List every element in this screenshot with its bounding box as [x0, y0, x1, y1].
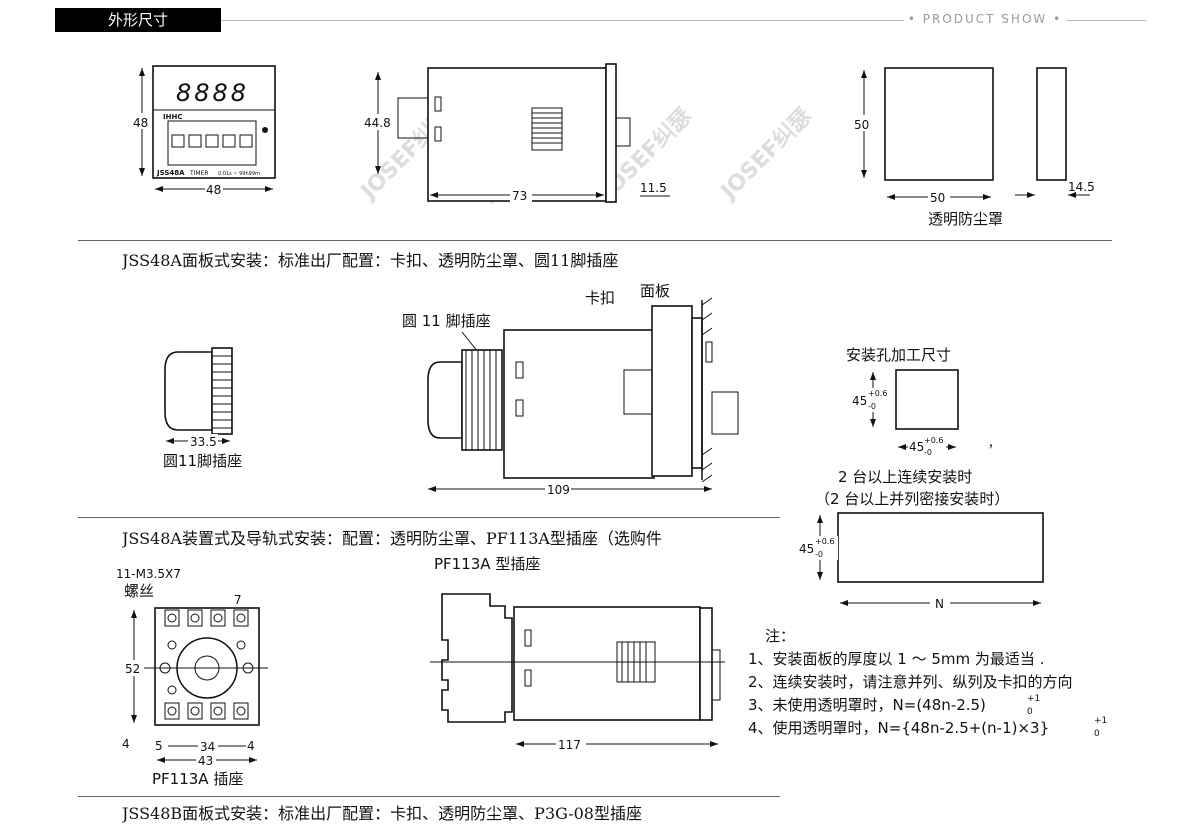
timer-front-view: 8888 IHHC JSS48A TIMER 0.01s ~ 99h99m 48…: [132, 65, 276, 197]
dim-cover-height: 50: [854, 118, 869, 132]
note-tolerance-plus: +1: [1094, 716, 1107, 726]
section-title: 外形尺寸: [55, 8, 221, 32]
multi-height: 45: [799, 542, 814, 556]
watermark: JOSEF纠瑟: [715, 104, 817, 206]
dust-cover-drawing: 50 50 14.5 透明防尘罩: [852, 67, 1095, 228]
note-tolerance-minus: 0: [1094, 729, 1100, 739]
dim-43: 43: [198, 754, 213, 768]
dim-height: 48: [133, 116, 148, 130]
comma: ，: [988, 436, 1000, 450]
dim-4-left: 4: [122, 737, 130, 751]
tolerance-minus: -0: [815, 550, 823, 559]
rail-assembly-drawing: PF113A 型插座 117: [430, 555, 725, 752]
socket-label: 圆11脚插座: [163, 452, 242, 470]
round-socket-callout: 圆 11 脚插座: [402, 312, 491, 330]
pf113a-label: PF113A 插座: [152, 770, 243, 788]
tolerance-plus: +0.6: [815, 537, 834, 546]
dim-assembly-length: 109: [547, 483, 570, 497]
tolerance-plus: +0.6: [924, 436, 943, 445]
panel-callout: 面板: [640, 282, 670, 300]
tolerance-minus: -0: [868, 402, 876, 411]
header-divider: [221, 20, 904, 21]
dim-socket-height: 52: [125, 662, 140, 676]
note-item: 2、连续安装时，请注意并列、纵列及卡扣的方向: [748, 673, 1073, 691]
range-label: 0.01s ~ 99h99m: [218, 171, 260, 177]
timer-side-view: 44.8 73 11.5: [362, 63, 670, 203]
multi-width-n: N: [935, 597, 944, 611]
clip-callout: 卡扣: [585, 289, 615, 307]
caption-device-mount: JSS48A装置式及导轨式安装：配置：透明防尘罩、PF113A型插座（选购件: [122, 529, 662, 548]
note-item: 1、安装面板的厚度以 1 ～ 5mm 为最适当 .: [748, 650, 1044, 668]
section-rule: [78, 796, 780, 797]
cutout-height: 45: [852, 394, 867, 408]
dim-cover-depth: 14.5: [1068, 180, 1095, 194]
note-tolerance-minus: 0: [1027, 707, 1033, 717]
product-show-tagline: • PRODUCT SHOW •: [907, 12, 1063, 26]
round-socket-drawing: 33.5 圆11脚插座: [163, 347, 242, 470]
cutout-width: 45: [909, 440, 924, 454]
note-item: 4、使用透明罩时，N={48n-2.5+(n-1)×3}: [748, 719, 1049, 737]
note-tolerance-plus: +1: [1027, 694, 1040, 704]
panel-assembly-drawing: 圆 11 脚插座 卡扣 面板 109: [402, 282, 739, 497]
dim-flange: 11.5: [640, 181, 667, 195]
model-label: JSS48A: [156, 169, 185, 177]
notes-title: 注：: [765, 627, 795, 645]
notes: 注： 1、安装面板的厚度以 1 ～ 5mm 为最适当 . 2、连续安装时，请注意…: [748, 627, 1107, 739]
screw-spec: 11-M3.5X7: [116, 567, 181, 581]
pf113a-socket-drawing: 11-M3.5X7 螺丝 52 7 4 5 34 4 43 PF113A 插座: [116, 567, 268, 788]
tagline-text: PRODUCT SHOW: [922, 12, 1048, 26]
dim-cover-width: 50: [930, 191, 945, 205]
brand-label: IHHC: [163, 113, 182, 121]
dim-pitch: 7: [234, 593, 242, 607]
dim-rail-length: 117: [558, 738, 581, 752]
section-rule: [78, 517, 780, 518]
dim-34: 34: [200, 740, 215, 754]
dim-5: 5: [155, 739, 163, 753]
cutout-title: 安装孔加工尺寸: [846, 346, 951, 364]
screw-label: 螺丝: [124, 582, 154, 600]
pf113a-callout: PF113A 型插座: [434, 555, 540, 573]
note-item: 3、未使用透明罩时，N=(48n-2.5): [748, 696, 986, 714]
caption-panel-mount: JSS48A面板式安装：标准出厂配置：卡扣、透明防尘罩、圆11脚插座: [122, 251, 619, 270]
cover-label: 透明防尘罩: [928, 210, 1003, 228]
dim-socket-width: 33.5: [190, 435, 217, 449]
tolerance-minus: -0: [924, 448, 932, 457]
caption-jss48b: JSS48B面板式安装：标准出厂配置：卡扣、透明防尘罩、P3G-08型插座: [122, 804, 642, 823]
multi-mount-title: 2 台以上连续安装时: [838, 468, 972, 486]
display-digits: 8888: [176, 79, 249, 107]
tolerance-plus: +0.6: [868, 389, 887, 398]
header-divider-right: [1066, 20, 1146, 21]
multi-mount-subtitle: （2 台以上并列密接安装时）: [815, 490, 1009, 508]
dim-width: 48: [206, 183, 221, 197]
cutout-drawing: 安装孔加工尺寸 45 +0.6 -0 45 +0.6 -0 ， 2 台以上连续安…: [798, 346, 1044, 611]
type-label: TIMER: [189, 170, 209, 177]
dim-4-right: 4: [247, 739, 255, 753]
section-rule: [78, 240, 1112, 241]
dim-side-length: 73: [512, 189, 527, 203]
dim-side-height: 44.8: [364, 116, 391, 130]
